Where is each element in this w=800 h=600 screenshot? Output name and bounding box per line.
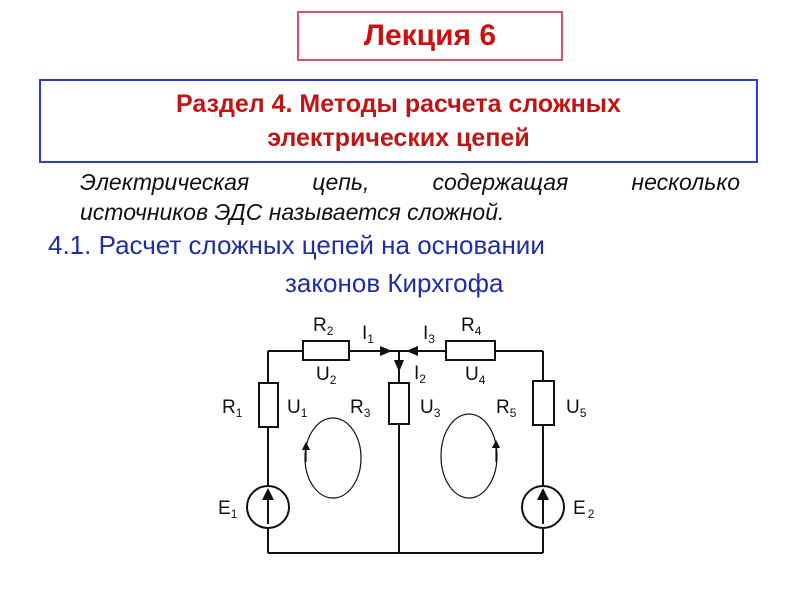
label-r5: R5 (496, 397, 517, 420)
circuit-wires (267, 350, 544, 554)
label-r1: R1 (222, 397, 243, 420)
label-i2: I2 (414, 363, 426, 386)
label-u4: U4 (465, 364, 486, 387)
current-i3-arrow (406, 346, 418, 356)
source-e2 (521, 485, 565, 529)
subsection-heading: 4.1. Расчет сложных цепей на основании з… (48, 226, 545, 302)
section-title-line1: Раздел 4. Методы расчета сложных (176, 90, 621, 118)
loop-left (304, 417, 362, 499)
lecture-title: Лекция 6 (363, 19, 497, 52)
definition-line1: Электрическая цепь, содержащая несколько (80, 169, 740, 195)
section-title-box: Раздел 4. Методы расчета сложных электри… (39, 79, 758, 163)
resistor-r4 (445, 340, 496, 361)
resistor-r5 (532, 380, 555, 426)
label-u2: U2 (316, 364, 337, 387)
source-e1 (246, 485, 290, 529)
definition-line2: источников ЭДС называется сложной. (80, 199, 505, 225)
label-i1: I1 (362, 323, 374, 346)
resistor-r3 (388, 382, 410, 425)
label-r4: R4 (461, 315, 482, 338)
section-title-line2: электрических цепей (267, 124, 530, 152)
label-r3: R3 (350, 397, 371, 420)
subsection-heading-line1: 4.1. Расчет сложных цепей на основании (48, 230, 545, 260)
label-r2: R2 (313, 315, 334, 338)
current-i2-arrow (394, 360, 404, 372)
label-e1: E1 (218, 498, 238, 521)
loop-right (440, 413, 498, 499)
subsection-heading-line2: законов Кирхгофа (285, 268, 504, 298)
label-u1: U1 (287, 397, 308, 420)
label-u5: U5 (566, 397, 587, 420)
lecture-title-box: Лекция 6 (297, 11, 563, 61)
resistor-r2 (302, 340, 350, 361)
resistor-r1 (258, 382, 279, 428)
current-i1-arrow (380, 346, 392, 356)
label-i3: I3 (423, 323, 435, 346)
definition-text: Электрическая цепь, содержащая несколько… (80, 167, 740, 227)
label-u3: U3 (420, 397, 441, 420)
